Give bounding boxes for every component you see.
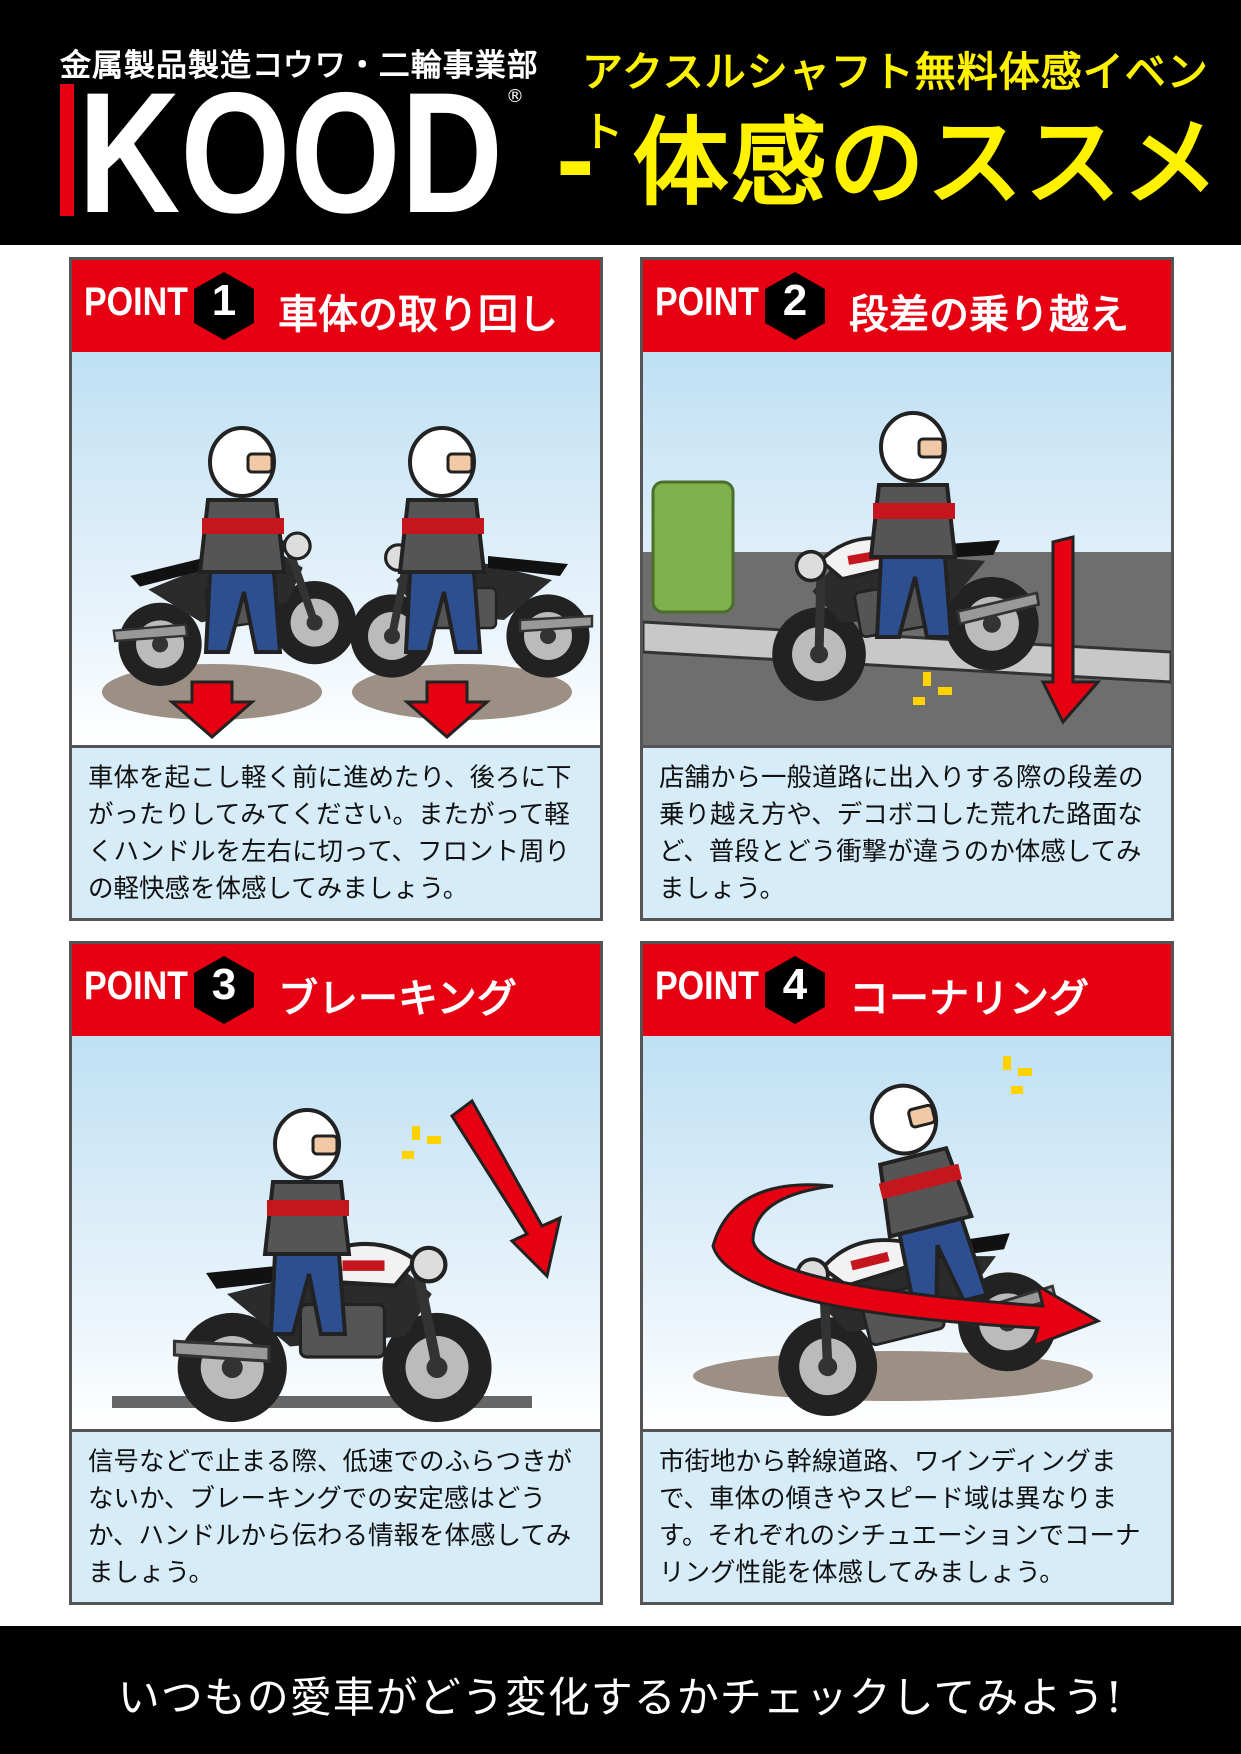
kood-logo: KOOD ® [60, 80, 524, 220]
point-description: 市街地から幹線道路、ワインディングまで、車体の傾きやスピード域は異なります。それ… [643, 1429, 1171, 1602]
rider-pushing-motorcycle-icon [72, 352, 600, 745]
point-panel-2: POINT 2 段差の乗り越え 店舗から一般道路に出入りする際の段差の乗り越え方… [640, 257, 1174, 921]
point-description: 車体を起こし軽く前に進めたり、後ろに下がったりしてみてください。またがって軽くハ… [72, 745, 600, 918]
point-number: 4 [782, 960, 808, 1009]
rider-braking-icon [72, 1036, 600, 1429]
rider-cornering-icon [643, 1036, 1171, 1429]
point-title: 車体の取り回し [278, 292, 558, 338]
footer-message: いつもの愛車がどう変化するかチェックしてみよう! [117, 1673, 1124, 1722]
svg-text:KOOD: KOOD [78, 80, 503, 220]
event-title: アクスルシャフト無料体感イベント [582, 48, 1209, 156]
footer-bar: いつもの愛車がどう変化するかチェックしてみよう! [0, 1626, 1241, 1754]
point-description: 信号などで止まる際、低速でのふらつきがないか、ブレーキングでの安定感はどうか、ハ… [72, 1429, 600, 1602]
hexagon-badge-icon [194, 956, 254, 1024]
point-header: POINT 4 コーナリング [643, 944, 1171, 1036]
point-header: POINT 1 車体の取り回し [72, 260, 600, 352]
header-bar: 金属製品製造コウワ・二輪事業部 KOOD ® アクスルシャフト無料体感イベント … [0, 0, 1241, 328]
point-description: 店舗から一般道路に出入りする際の段差の乗り越え方や、デコボコした荒れた路面など、… [643, 745, 1171, 918]
point-label: POINT [84, 964, 188, 1008]
point-label: POINT [84, 280, 188, 324]
point-panel-4: POINT 4 コーナリング 市街地から幹線道路、ワインディングまで、車体の傾き… [640, 941, 1174, 1605]
point-number: 3 [211, 960, 237, 1009]
point-header: POINT 3 ブレーキング [72, 944, 600, 1036]
point-header: POINT 2 段差の乗り越え [643, 260, 1171, 352]
point-title: ブレーキング [278, 976, 517, 1022]
point-title: コーナリング [849, 976, 1089, 1022]
headline: - 体感のススメ - [555, 107, 1221, 328]
hexagon-badge-icon [765, 272, 825, 340]
rider-crossing-curb-icon [643, 352, 1171, 745]
point-label: POINT [655, 964, 759, 1008]
point-panel-1: POINT 1 車体の取り回し 車体を起こし軽く前に進めたり、後ろに下がったりし… [69, 257, 603, 921]
point-number: 2 [782, 276, 808, 325]
hexagon-badge-icon [194, 272, 254, 340]
point-title: 段差の乗り越え [849, 292, 1129, 338]
svg-text:®: ® [506, 86, 524, 107]
company-name: 金属製品製造コウワ・二輪事業部 [60, 48, 539, 84]
point-number: 1 [211, 276, 237, 325]
point-label: POINT [655, 280, 759, 324]
hexagon-badge-icon [765, 956, 825, 1024]
point-panel-3: POINT 3 ブレーキング 信号などで止まる際、低速でのふらつきがないか、ブレ… [69, 941, 603, 1605]
